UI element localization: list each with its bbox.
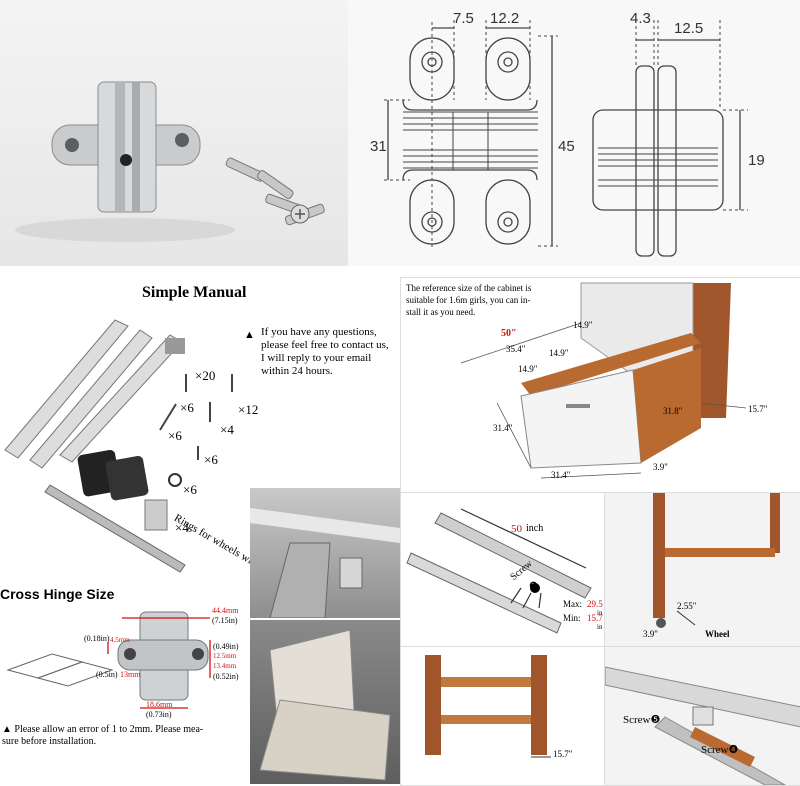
rail-install-photo (250, 488, 400, 618)
cabinet-note-line: The reference size of the cabinet is (406, 283, 532, 293)
max-label: Max: (563, 599, 582, 609)
cabinet-note-line: stall it as you need. (406, 307, 476, 317)
screw-5-label: Screw❺ (623, 714, 661, 726)
min-value: 15.7 (587, 613, 603, 623)
min-label: Min: (563, 613, 581, 623)
cabinet-dimension-panel: The reference size of the cabinet is sui… (400, 277, 800, 494)
wheel-panel: 2.55" 3.9" Wheel (604, 492, 800, 648)
hinge-dim-0-49in: (0.49in) (213, 642, 239, 651)
hinge-product-image (15, 81, 325, 242)
cabinet-dim-31-4-b: 31.4" (551, 470, 571, 480)
screw-count-4b: ×4 (175, 520, 189, 535)
hinge-dim-4-5mm: 4.5mm (110, 636, 130, 644)
contact-line: I will reply to your email (261, 352, 372, 364)
screw-count-20: ×20 (195, 368, 216, 383)
dim-19: 19 (748, 152, 765, 169)
cabinet-dim-31-8: 31.8" (663, 406, 683, 416)
dim-4-3: 4.3 (630, 10, 651, 27)
min-unit: in (597, 623, 603, 631)
hinge-size-title: Cross Hinge Size (0, 586, 115, 602)
wheel-dim-3-9: 3.9" (643, 629, 658, 639)
rail-length-unit: inch (526, 523, 544, 534)
hinge-dim-0-73in: (0.73in) (146, 710, 172, 719)
error-note: ▲ Please allow an error of 1 to 2mm. Ple… (2, 724, 203, 748)
screw-drawing (605, 666, 800, 785)
screw-count-6c: ×6 (204, 452, 218, 467)
slide-rail-parts (4, 319, 233, 573)
hinge-dim-0-5in: (0.5in) (96, 670, 118, 679)
shelf-dim-15-7: 15.7" (553, 749, 573, 759)
hinge-dim-13-4mm: 13.4mm (213, 662, 237, 670)
hinge-technical-drawing: 7.5 12.2 31 45 4.3 12.5 19 (348, 0, 800, 266)
hinge-dim-13mm: 13mm (120, 670, 141, 679)
contact-line: please feel free to contact us, (261, 339, 389, 351)
shelf-drawing (425, 655, 551, 758)
rail-length-panel: 50 inch Screw ❶ Max: 29.5 in Min: 15.7 i… (400, 492, 606, 648)
folding-table-photo (250, 620, 400, 784)
cabinet-dim-3-9: 3.9" (653, 462, 668, 472)
screw-count-12: ×12 (238, 402, 259, 417)
wheel-dim-2-55: 2.55" (677, 601, 697, 611)
dim-12-2: 12.2 (490, 10, 520, 27)
screw-1-number: ❶ (529, 581, 538, 592)
shelf-panel: 15.7" (400, 646, 606, 786)
cross-hinge-size-panel: Cross Hinge Size 44.4mm (7.15in) (0.18in… (0, 582, 250, 784)
screw-count-6d: ×6 (183, 482, 197, 497)
hinge-photo (0, 0, 348, 266)
dim-12-5: 12.5 (674, 20, 704, 37)
cabinet-dim-31-4-a: 31.4" (493, 423, 513, 433)
cabinet-dim-35-4: 35.4" (506, 344, 526, 354)
dim-45: 45 (558, 138, 575, 155)
dim-31: 31 (370, 138, 387, 155)
cabinet-drawing (460, 282, 747, 479)
cabinet-note-line: suitable for 1.6m girls, you can in- (406, 295, 531, 305)
rail-drawing (406, 508, 592, 634)
hinge-dim-12-5mm: 12.5mm (213, 652, 237, 660)
drawing-lines (384, 20, 748, 257)
error-line: ▲ Please allow an error of 1 to 2mm. Ple… (2, 724, 204, 735)
hinge-dim-18-6mm: 18.6mm (146, 700, 173, 709)
cabinet-dim-15-7: 15.7" (748, 404, 768, 414)
cabinet-dim-50: 50" (501, 328, 517, 339)
contact-line: within 24 hours. (261, 365, 333, 377)
dim-7-5: 7.5 (453, 10, 474, 27)
wheel-drawing (653, 493, 780, 628)
hinge-size-diagram (6, 611, 211, 709)
note-marker: ▲ (244, 329, 255, 341)
wheel-label: Wheel (705, 629, 730, 639)
hinge-dim-44-4mm: 44.4mm (212, 606, 239, 615)
screw-4-label: Screw❹ (701, 744, 739, 756)
max-unit: in (597, 609, 603, 617)
contact-line: If you have any questions, (261, 326, 377, 338)
cabinet-note: The reference size of the cabinet is sui… (406, 282, 531, 318)
screw-panel: Screw❺ Screw❹ (604, 646, 800, 786)
screw-count-6b: ×6 (168, 428, 182, 443)
max-value: 29.5 (587, 599, 603, 609)
screw-count-4a: ×4 (220, 422, 234, 437)
hinge-dim-0-18in: (0.18in) (84, 634, 110, 643)
hinge-dim-0-52in: (0.52in) (213, 672, 239, 681)
cabinet-dim-14-9-b: 14.9" (549, 348, 569, 358)
manual-title: Simple Manual (142, 284, 247, 301)
contact-note: If you have any questions, please feel f… (261, 326, 389, 378)
error-line: sure before installation. (2, 736, 97, 747)
cabinet-dim-14-9-a: 14.9" (573, 320, 593, 330)
screw-count-6a: ×6 (180, 400, 194, 415)
rail-length-number: 50 (511, 523, 522, 535)
cabinet-dim-14-9-c: 14.9" (518, 364, 538, 374)
hinge-dim-7-15in: (7.15in) (212, 616, 238, 625)
